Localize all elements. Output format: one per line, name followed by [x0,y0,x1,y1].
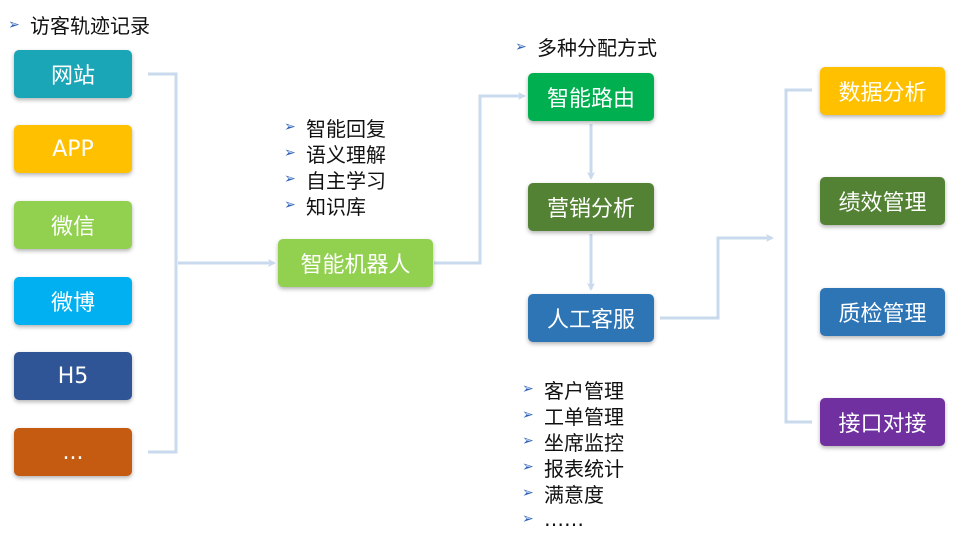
list-item: ➢坐席监控 [522,430,624,455]
chevron-arrow-icon: ➢ [284,145,296,161]
chevron-arrow-icon: ➢ [8,16,20,33]
robot-feature-list: ➢智能回复 ➢语义理解 ➢自主学习 ➢知识库 [284,114,386,219]
outputs-bracket [784,88,812,424]
list-item: ➢自主学习 [284,168,386,193]
smart-robot-box: 智能机器人 [278,239,433,287]
source-website: 网站 [14,50,132,98]
human-to-outputs [660,234,774,320]
robot-to-routing [434,92,526,265]
source-weibo: 微博 [14,277,132,325]
list-item: ➢满意度 [522,482,604,507]
output-performance-management: 绩效管理 [820,177,945,225]
chevron-arrow-icon: ➢ [284,197,296,213]
output-quality-management: 质检管理 [820,288,945,336]
chevron-arrow-icon: ➢ [522,407,534,423]
list-item: ➢工单管理 [522,404,624,429]
source-app: APP [14,125,132,173]
chevron-arrow-icon: ➢ [515,38,527,55]
chevron-arrow-icon: ➢ [522,511,534,527]
chevron-arrow-icon: ➢ [284,171,296,187]
sources-bracket [148,72,178,454]
list-item: ➢语义理解 [284,142,386,167]
sources-heading: ➢ 访客轨迹记录 [8,14,150,38]
distribution-heading: ➢ 多种分配方式 [515,36,657,60]
chevron-arrow-icon: ➢ [522,485,534,501]
human-service-box: 人工客服 [528,294,654,342]
chevron-arrow-icon: ➢ [522,381,534,397]
source-more: ... [14,428,132,476]
list-item: ➢报表统计 [522,456,624,481]
chevron-arrow-icon: ➢ [284,119,296,135]
source-h5: H5 [14,352,132,400]
marketing-analysis-box: 营销分析 [528,183,654,231]
list-item: ➢智能回复 [284,116,386,141]
list-item: ➢客户管理 [522,378,624,403]
output-data-analysis: 数据分析 [820,67,945,115]
list-item: ➢知识库 [284,194,366,219]
smart-routing-box: 智能路由 [528,73,654,121]
source-wechat: 微信 [14,201,132,249]
chevron-arrow-icon: ➢ [522,459,534,475]
chevron-arrow-icon: ➢ [522,433,534,449]
output-api-integration: 接口对接 [820,398,945,446]
list-item: ➢…… [522,507,584,531]
human-feature-list: ➢客户管理 ➢工单管理 ➢坐席监控 ➢报表统计 ➢满意度 ➢…… [522,376,624,532]
